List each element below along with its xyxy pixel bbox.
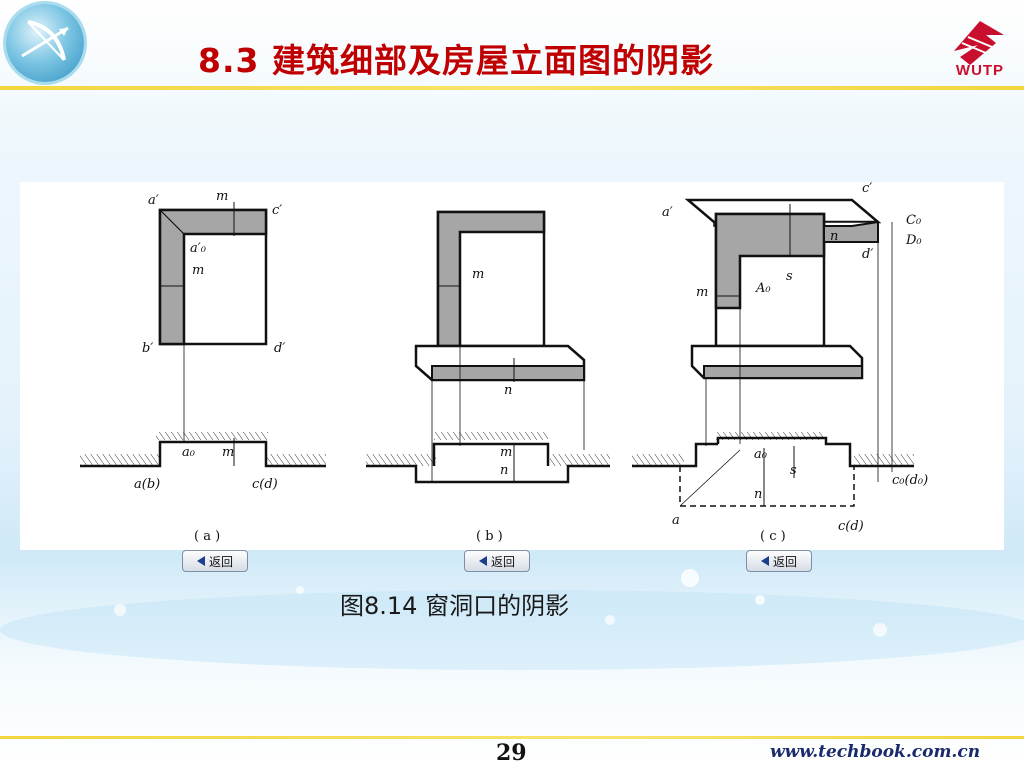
diagram-label: d′ bbox=[274, 341, 285, 356]
diagram-label: a′ bbox=[148, 193, 159, 208]
back-button-label: 返回 bbox=[490, 554, 515, 569]
diagram-label: ( b ) bbox=[476, 529, 503, 544]
diagram-label: D₀ bbox=[905, 233, 922, 248]
diagram-label: m bbox=[216, 189, 228, 204]
back-arrow-icon bbox=[760, 556, 769, 566]
diagram-label: m bbox=[500, 445, 512, 460]
figure-caption: 图8.14 窗洞口的阴影 bbox=[340, 592, 570, 620]
wutp-logo-text: WUTP bbox=[955, 62, 1005, 79]
diagram-label: n bbox=[504, 383, 512, 398]
background-sparkle bbox=[0, 569, 1024, 670]
sub-diagram-c: c′ a′ C₀ D₀ n d′ s A₀ m a₀ s n c₀(d₀) a … bbox=[632, 182, 928, 544]
diagram-label: c₀(d₀) bbox=[892, 473, 928, 488]
page-number: 29 bbox=[496, 740, 527, 766]
diagram-label: c′ bbox=[272, 203, 282, 218]
diagram-label: s bbox=[786, 269, 793, 284]
footer-divider bbox=[0, 736, 1024, 739]
back-button-label: 返回 bbox=[208, 554, 233, 569]
site-url-link[interactable]: www.techbook.com.cn bbox=[770, 742, 981, 762]
shadow-region bbox=[431, 365, 585, 381]
diagram-label: m bbox=[696, 285, 708, 300]
sub-diagram-b: m n n m ( b ) bbox=[366, 210, 610, 544]
diagram-label: c(d) bbox=[838, 519, 864, 534]
diagram-label: d′ bbox=[862, 247, 873, 262]
bow-arrow-logo-icon bbox=[6, 4, 84, 82]
diagram-label: m bbox=[222, 445, 234, 460]
window-shadow-diagram: a′ m c′ a′₀ m b′ d′ a₀ m a(b) c(d) ( a ) bbox=[80, 182, 928, 544]
back-button-a[interactable]: 返回 bbox=[182, 550, 248, 572]
diagram-label: c′ bbox=[862, 182, 872, 196]
diagram-label: n bbox=[754, 487, 762, 502]
diagram-label: n bbox=[830, 229, 838, 244]
figure-panel: a′ m c′ a′₀ m b′ d′ a₀ m a(b) c(d) ( a ) bbox=[20, 182, 1004, 550]
diagram-label: a₀ bbox=[754, 447, 768, 462]
diagram-label: n bbox=[500, 463, 508, 478]
diagram-label: a bbox=[672, 513, 680, 528]
back-arrow-icon bbox=[196, 556, 205, 566]
diagram-label: m bbox=[472, 267, 484, 282]
wutp-logo-icon bbox=[954, 21, 1004, 65]
back-arrow-icon bbox=[478, 556, 487, 566]
back-button-label: 返回 bbox=[772, 554, 797, 569]
diagram-label: C₀ bbox=[906, 213, 922, 228]
diagram-label: ( c ) bbox=[760, 529, 786, 544]
diagram-label: ( a ) bbox=[194, 529, 220, 544]
shadow-region bbox=[703, 365, 863, 379]
diagram-label: A₀ bbox=[755, 281, 771, 296]
diagram-label: c(d) bbox=[252, 477, 278, 492]
shadow-region bbox=[714, 212, 826, 310]
diagram-label: a′ bbox=[662, 205, 673, 220]
title-divider bbox=[0, 86, 1024, 90]
diagram-label: s bbox=[790, 463, 797, 478]
diagram-label: a′₀ bbox=[190, 241, 207, 256]
diagram-label: a₀ bbox=[182, 445, 196, 460]
diagram-label: b′ bbox=[142, 341, 153, 356]
slide-title: 8.3 建筑细部及房屋立面图的阴影 bbox=[198, 41, 714, 80]
back-button-c[interactable]: 返回 bbox=[746, 550, 812, 572]
back-button-b[interactable]: 返回 bbox=[464, 550, 530, 572]
sub-diagram-a: a′ m c′ a′₀ m b′ d′ a₀ m a(b) c(d) ( a ) bbox=[80, 189, 326, 544]
diagram-label: m bbox=[192, 263, 204, 278]
diagram-label: a(b) bbox=[134, 477, 160, 492]
